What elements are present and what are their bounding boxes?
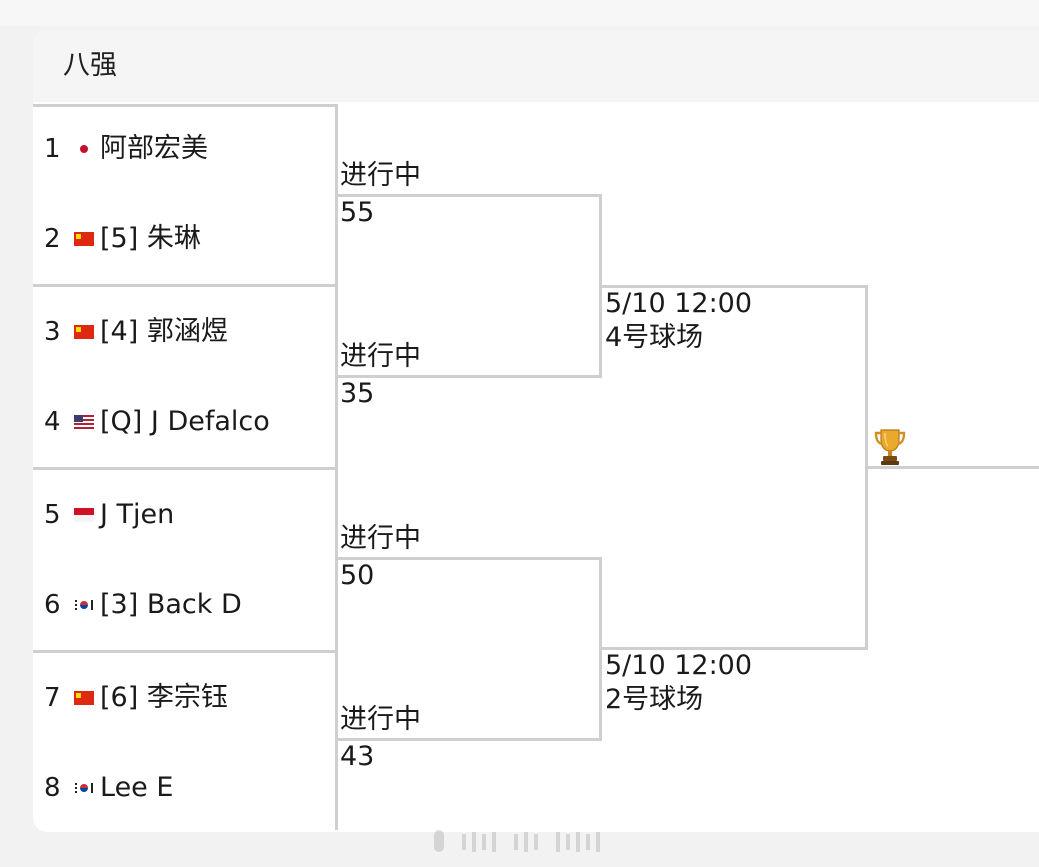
bracket-line [599, 647, 867, 650]
match-status: 进行中 [340, 160, 421, 191]
us-flag-icon [74, 415, 94, 429]
home-indicator [434, 830, 600, 852]
card-header: 八强 [33, 30, 1039, 102]
match-score: 35 [340, 378, 375, 409]
player-seed: 1 [44, 134, 61, 164]
section-title: 八强 [63, 50, 117, 81]
player-name: 阿部宏美 [100, 133, 208, 164]
id-flag-icon [74, 508, 94, 522]
player-name: [Q] J Defalco [100, 406, 270, 437]
player-seed: 4 [44, 407, 61, 437]
player-seed: 2 [44, 224, 61, 254]
match-court: 4号球场 [605, 322, 704, 353]
bracket-line [335, 375, 601, 378]
match-status: 进行中 [340, 704, 421, 735]
player-name: [3] Back D [100, 589, 242, 620]
top-strip [0, 0, 1039, 26]
player-name: [4] 郭涵煜 [100, 316, 228, 347]
players-column: 1 阿部宏美 2 [5] 朱琳 3 [4] 郭涵煜 4 [Q] J Defalc… [33, 104, 338, 830]
kr-flag-icon [74, 598, 94, 612]
player-name: [6] 李宗钰 [100, 682, 228, 713]
cn-flag-icon [74, 691, 94, 705]
player-row-4[interactable]: 4 [Q] J Defalco [33, 377, 335, 470]
match-time: 5/10 12:00 [605, 288, 753, 319]
match-court: 2号球场 [605, 684, 704, 715]
player-seed: 5 [44, 500, 61, 530]
bracket-line [335, 557, 601, 560]
player-row-7[interactable]: 7 [6] 李宗钰 [33, 653, 335, 743]
player-seed: 8 [44, 773, 61, 803]
jp-flag-icon [74, 142, 94, 156]
player-row-8[interactable]: 8 Lee E [33, 743, 335, 832]
match-status: 进行中 [340, 341, 421, 372]
player-name: Lee E [100, 772, 174, 803]
player-name: J Tjen [100, 499, 175, 530]
match-status: 进行中 [340, 523, 421, 554]
player-row-6[interactable]: 6 [3] Back D [33, 560, 335, 653]
cn-flag-icon [74, 325, 94, 339]
bracket-line [335, 738, 601, 741]
match-score: 50 [340, 560, 375, 591]
cn-flag-icon [74, 232, 94, 246]
bracket-line [865, 466, 1039, 469]
player-row-3[interactable]: 3 [4] 郭涵煜 [33, 287, 335, 377]
bracket-card: 八强 1 阿部宏美 2 [5] 朱琳 3 [4] 郭涵煜 4 [Q] J Def… [33, 30, 1039, 832]
bracket-line [335, 194, 601, 197]
player-name: [5] 朱琳 [100, 223, 201, 254]
trophy-icon [874, 429, 906, 465]
bracket-line [33, 104, 335, 107]
player-row-1[interactable]: 1 阿部宏美 [33, 104, 335, 194]
player-seed: 7 [44, 683, 61, 713]
match-score: 55 [340, 197, 375, 228]
player-seed: 3 [44, 317, 61, 347]
bracket-line [599, 285, 867, 288]
player-seed: 6 [44, 590, 61, 620]
match-time: 5/10 12:00 [605, 650, 753, 681]
player-row-2[interactable]: 2 [5] 朱琳 [33, 194, 335, 287]
player-row-5[interactable]: 5 J Tjen [33, 470, 335, 560]
match-score: 43 [340, 741, 375, 772]
kr-flag-icon [74, 781, 94, 795]
